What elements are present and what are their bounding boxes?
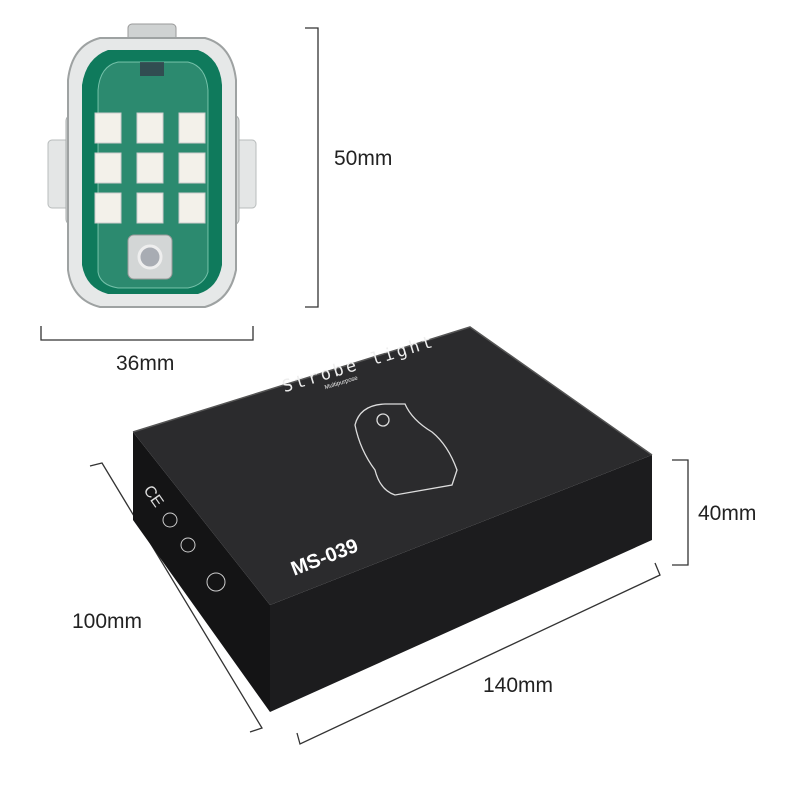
led-grid bbox=[94, 112, 206, 224]
label-box-length: 140mm bbox=[483, 674, 554, 697]
label-light-width: 36mm bbox=[116, 352, 175, 375]
dimension-lines bbox=[40, 27, 689, 745]
label-box-height: 40mm bbox=[698, 502, 757, 525]
device-outline-graphic bbox=[354, 403, 458, 496]
label-box-depth: 100mm bbox=[72, 610, 143, 633]
strobe-light-device bbox=[47, 23, 257, 308]
packaging-box: CE bbox=[132, 326, 653, 712]
label-light-height: 50mm bbox=[334, 147, 393, 170]
